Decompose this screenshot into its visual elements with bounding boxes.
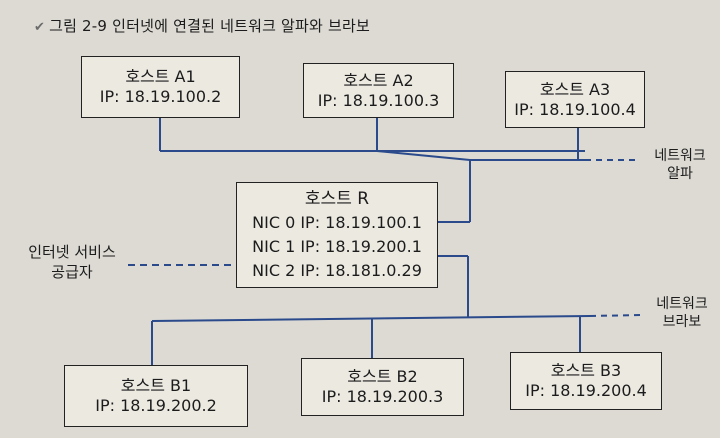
host-b2-name: 호스트 B2 xyxy=(347,367,418,386)
chevron-mark-icon: ✔ xyxy=(34,20,46,35)
router-nic-2: NIC 2 IP: 18.181.0.29 xyxy=(252,261,422,280)
router-nic-1: NIC 1 IP: 18.19.200.1 xyxy=(252,237,422,256)
network-alpha-label: 네트워크 알파 xyxy=(644,147,716,183)
isp-label-line1: 인터넷 서비스 xyxy=(28,243,116,261)
bravo-bus-dashed-extension xyxy=(589,314,643,317)
host-a2-name: 호스트 A2 xyxy=(343,70,414,90)
network-bravo-label-line1: 네트워크 xyxy=(656,296,708,312)
network-bravo-label: 네트워크 브라보 xyxy=(646,295,718,331)
host-b2-box: 호스트 B2 IP: 18.19.200.3 xyxy=(301,358,464,416)
host-b1-box: 호스트 B1 IP: 18.19.200.2 xyxy=(64,365,248,427)
network-bravo-label-line2: 브라보 xyxy=(662,314,702,330)
figure-caption-text: 그림 2-9 인터넷에 연결된 네트워크 알파와 브라보 xyxy=(49,17,371,35)
host-a2-box: 호스트 A2 IP: 18.19.100.3 xyxy=(303,63,454,118)
isp-label-line2: 공급자 xyxy=(51,263,93,281)
router-name: 호스트 R xyxy=(304,189,370,209)
host-a1-box: 호스트 A1 IP: 18.19.100.2 xyxy=(81,56,240,118)
host-b1-name: 호스트 B1 xyxy=(120,376,192,395)
host-a1-ip: IP: 18.19.100.2 xyxy=(99,87,222,106)
host-a3-ip: IP: 18.19.100.4 xyxy=(514,99,636,119)
host-a3-box: 호스트 A3 IP: 18.19.100.4 xyxy=(505,71,645,128)
isp-label: 인터넷 서비스 공급자 xyxy=(16,242,128,282)
bravo-bus-line xyxy=(151,315,591,322)
host-b3-box: 호스트 B3 IP: 18.19.200.4 xyxy=(510,352,662,410)
host-b2-ip: IP: 18.19.200.3 xyxy=(321,387,444,406)
router-host-box: 호스트 R NIC 0 IP: 18.19.100.1 NIC 1 IP: 18… xyxy=(236,182,438,288)
router-nic-0: NIC 0 IP: 18.19.100.1 xyxy=(252,213,422,232)
host-a3-name: 호스트 A3 xyxy=(539,79,611,99)
alpha-bus-right xyxy=(376,150,471,161)
network-alpha-label-line2: 알파 xyxy=(667,166,693,182)
host-b3-name: 호스트 B3 xyxy=(550,361,622,380)
host-b3-ip: IP: 18.19.200.4 xyxy=(525,381,647,400)
host-a1-name: 호스트 A1 xyxy=(125,67,196,86)
host-b1-ip: IP: 18.19.200.2 xyxy=(95,396,217,415)
network-alpha-label-line1: 네트워크 xyxy=(654,148,706,164)
figure-caption: ✔그림 2-9 인터넷에 연결된 네트워크 알파와 브라보 xyxy=(34,15,370,36)
host-a2-ip: IP: 18.19.100.3 xyxy=(317,90,440,110)
